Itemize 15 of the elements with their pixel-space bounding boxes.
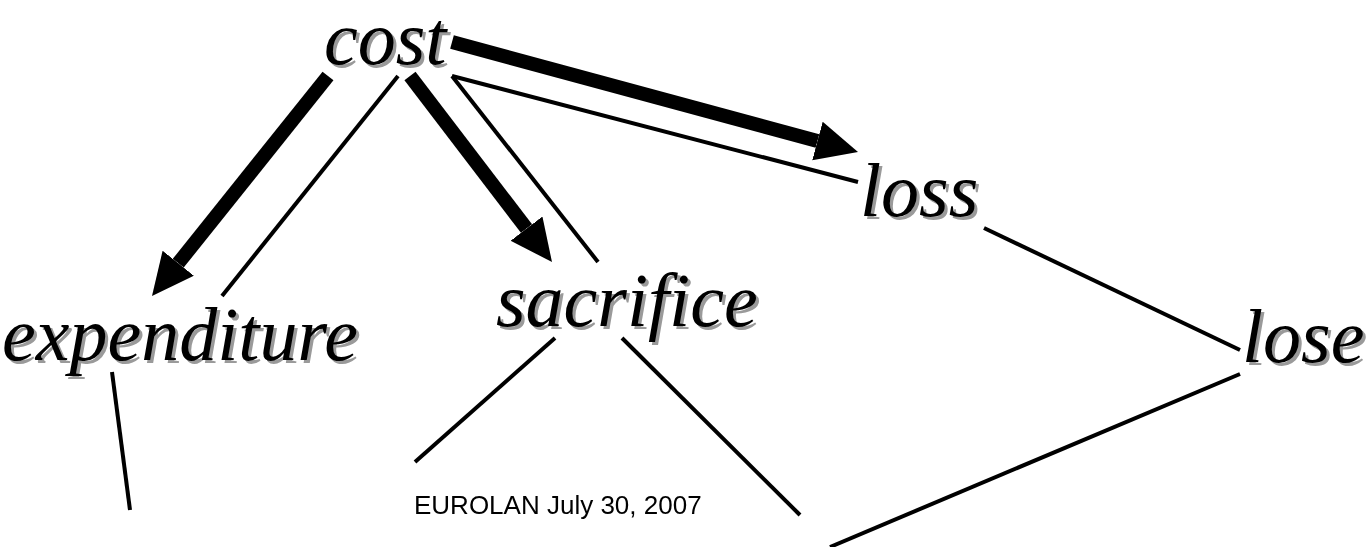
line	[451, 74, 859, 184]
arrow	[404, 71, 552, 262]
line	[829, 372, 1241, 547]
line	[983, 226, 1241, 352]
arrow	[152, 71, 334, 296]
line	[110, 371, 132, 511]
line	[220, 74, 400, 298]
line	[413, 336, 557, 464]
line	[450, 74, 600, 264]
line	[620, 336, 802, 517]
word-label: loss	[858, 152, 985, 228]
word-label: lose	[1240, 298, 1368, 374]
footer-note: EUROLAN July 30, 2007	[414, 490, 702, 520]
arrow	[450, 35, 858, 161]
word-label: cost	[322, 0, 453, 76]
